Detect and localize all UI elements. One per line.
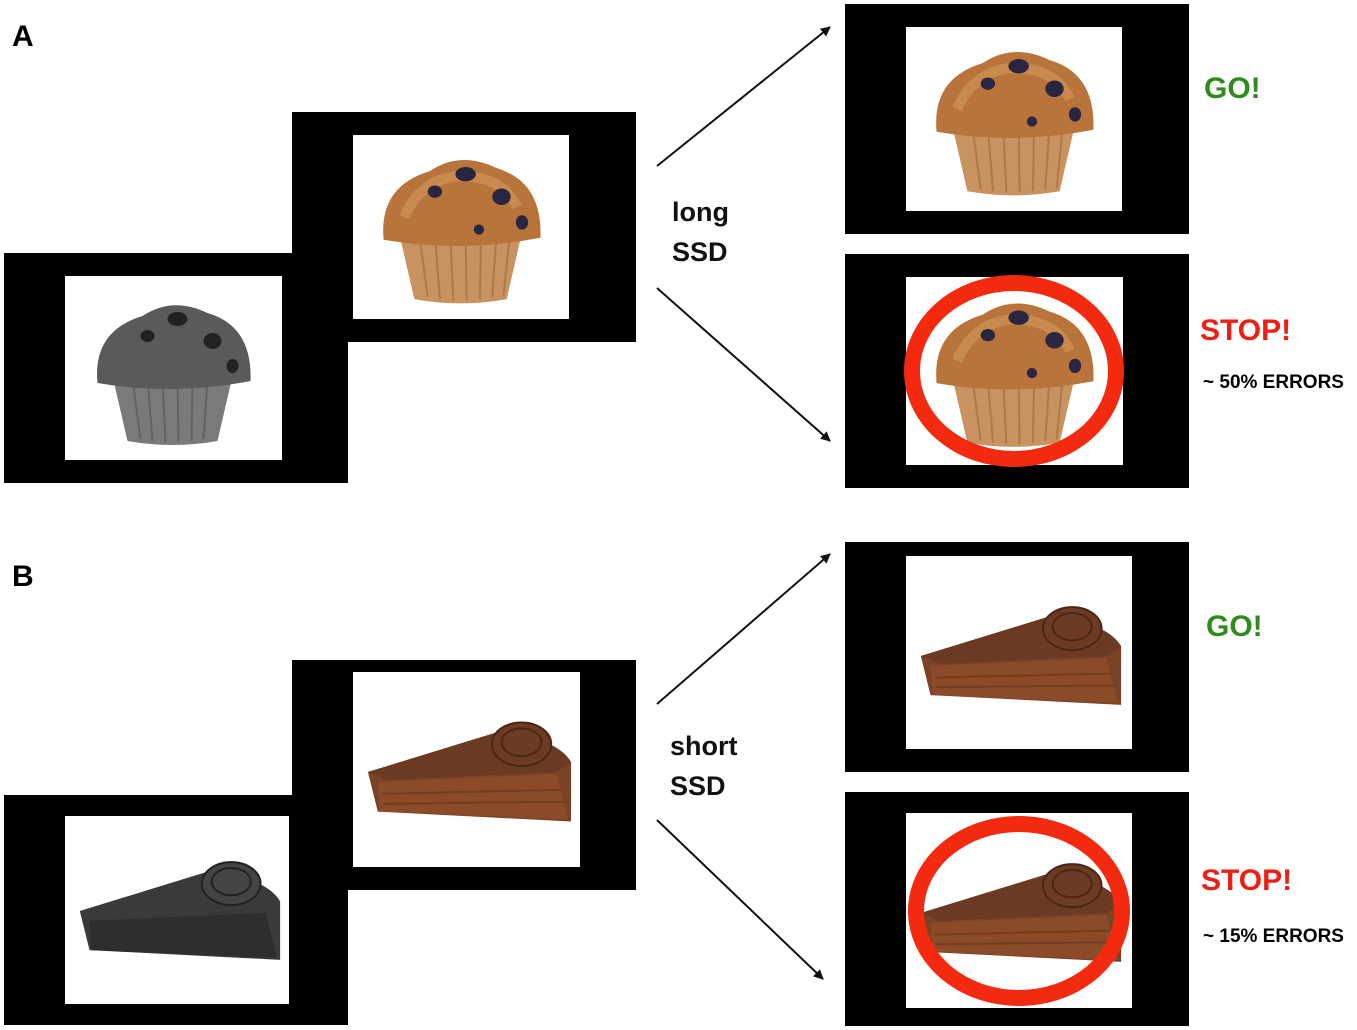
delay-label-type: short — [670, 731, 738, 761]
stop-label: STOP! — [1200, 314, 1292, 347]
cue-screen-color — [292, 112, 636, 342]
stop-screen — [845, 792, 1189, 1026]
cue-screen-grayscale — [4, 795, 348, 1025]
arrow-to-stop — [656, 287, 831, 442]
stop-label: STOP! — [1201, 864, 1293, 897]
arrow-to-go — [656, 553, 831, 705]
delay-label-type: long — [672, 197, 729, 227]
branch-arrows — [656, 553, 831, 980]
arrow-to-go — [656, 26, 831, 167]
error-rate-label: ~ 50% ERRORS — [1203, 372, 1344, 393]
delay-label-ssd: SSD — [672, 237, 728, 267]
stop-signal-ring — [904, 275, 1124, 467]
panel-label: A — [12, 20, 34, 53]
error-rate-label: ~ 15% ERRORS — [1203, 926, 1344, 947]
stop-signal-ring — [908, 816, 1130, 1006]
cue-screen-grayscale — [4, 253, 348, 483]
go-label: GO! — [1204, 72, 1261, 105]
delay-label-ssd: SSD — [670, 771, 726, 801]
go-label: GO! — [1206, 610, 1263, 643]
go-cake-image — [919, 606, 1123, 706]
delay-label: short SSD — [670, 726, 738, 806]
delay-label: long SSD — [672, 192, 729, 272]
stop-screen — [845, 254, 1189, 488]
panel-label: B — [12, 560, 34, 593]
cue-screen-color — [292, 660, 636, 890]
branch-arrows — [656, 26, 831, 442]
arrow-to-stop — [656, 819, 824, 980]
go-screen — [845, 542, 1189, 772]
go-screen — [845, 4, 1189, 234]
go-muffin-image — [906, 27, 1122, 211]
